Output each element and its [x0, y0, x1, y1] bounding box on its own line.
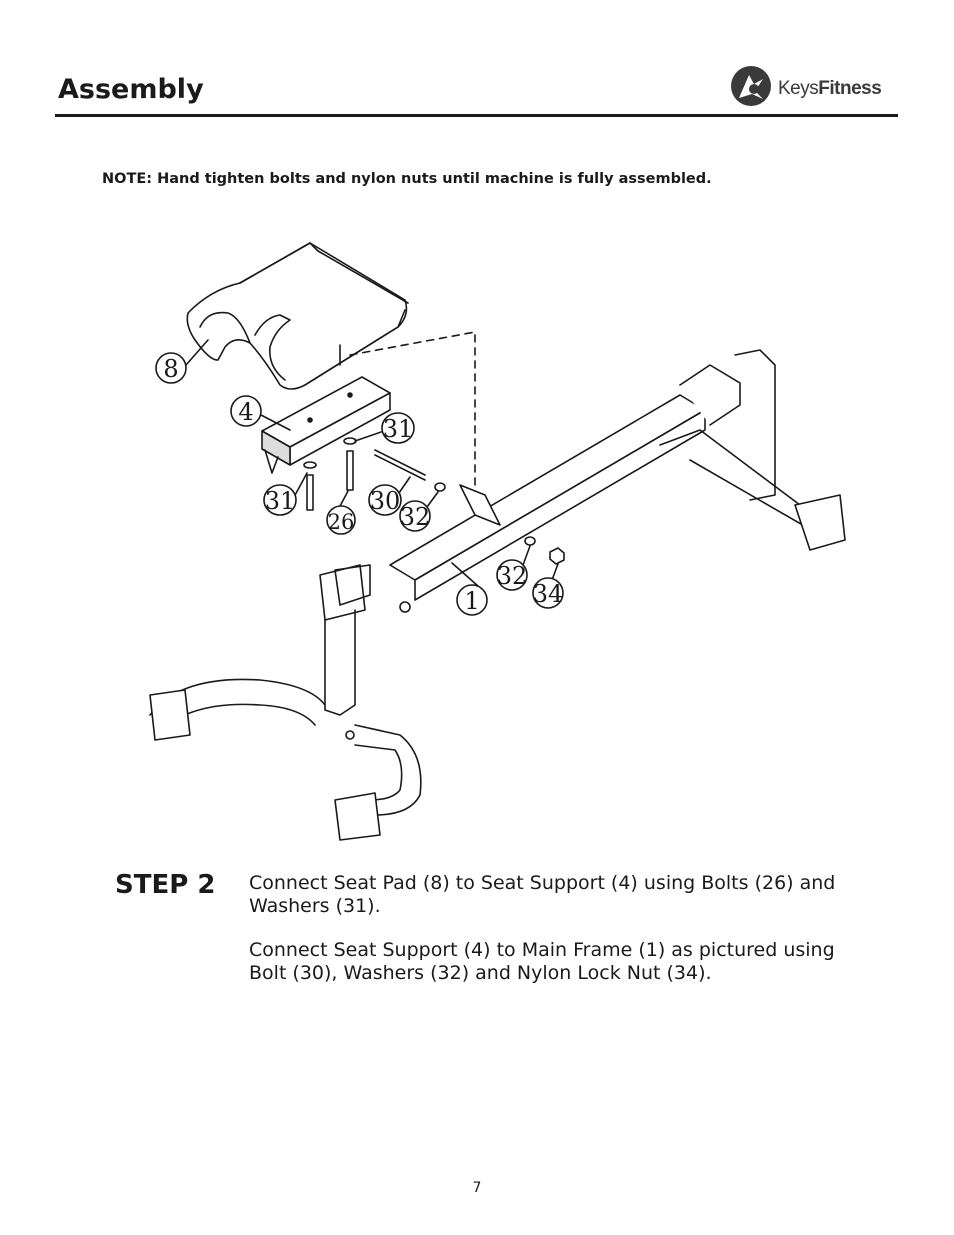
callout-4: 4 — [230, 395, 291, 431]
logo-text-keys: Keys — [778, 78, 819, 99]
callout-label-26: 26 — [328, 510, 355, 534]
callout-label-31-right: 31 — [383, 415, 414, 443]
callout-31-right: 31 — [354, 412, 415, 444]
callout-label-32-upper: 32 — [400, 503, 431, 531]
keys-fitness-logo-icon — [731, 66, 771, 106]
header-divider — [55, 114, 898, 117]
callout-30: 30 — [368, 476, 411, 516]
alignment-guide-line — [349, 331, 476, 506]
logo-wordmark: KeysFitness — [778, 78, 882, 100]
callout-label-8: 8 — [163, 355, 178, 383]
seat-pad-drawing — [186, 242, 409, 390]
callout-label-1: 1 — [464, 587, 479, 615]
washer-32-upper-drawing — [434, 482, 446, 492]
callout-label-4: 4 — [238, 398, 253, 426]
main-frame-drawing — [149, 349, 846, 841]
callout-32-upper: 32 — [399, 491, 439, 532]
brand-logo: KeysFitness — [730, 65, 900, 109]
callout-label-32-lower: 32 — [497, 562, 528, 590]
logo-text-fitness: Fitness — [818, 78, 882, 99]
callout-8: 8 — [155, 339, 209, 384]
callout-26: 26 — [326, 490, 356, 535]
step-label: STEP 2 — [115, 870, 216, 900]
nylon-nut-34-drawing — [549, 547, 565, 565]
page-title: Assembly — [58, 74, 204, 105]
assembly-diagram: 8 4 31 31 26 30 32 32 34 — [149, 242, 846, 841]
callout-label-34: 34 — [533, 580, 564, 608]
callout-34: 34 — [532, 563, 564, 609]
callout-31-left: 31 — [263, 472, 308, 516]
step-instruction-1: Connect Seat Pad (8) to Seat Support (4)… — [249, 872, 836, 917]
page-number: 7 — [472, 1180, 482, 1196]
callout-label-30: 30 — [370, 487, 401, 515]
assembly-note: NOTE: Hand tighten bolts and nylon nuts … — [102, 171, 712, 187]
callout-label-31-left: 31 — [265, 487, 296, 515]
callout-32-lower: 32 — [496, 545, 531, 591]
callout-1: 1 — [451, 562, 488, 616]
washer-32-lower-drawing — [524, 536, 536, 546]
step-instruction-2: Connect Seat Support (4) to Main Frame (… — [249, 939, 835, 984]
seat-support-drawing — [261, 376, 391, 474]
bolt-30-drawing — [374, 449, 426, 481]
bolts-26-drawing — [303, 437, 357, 511]
